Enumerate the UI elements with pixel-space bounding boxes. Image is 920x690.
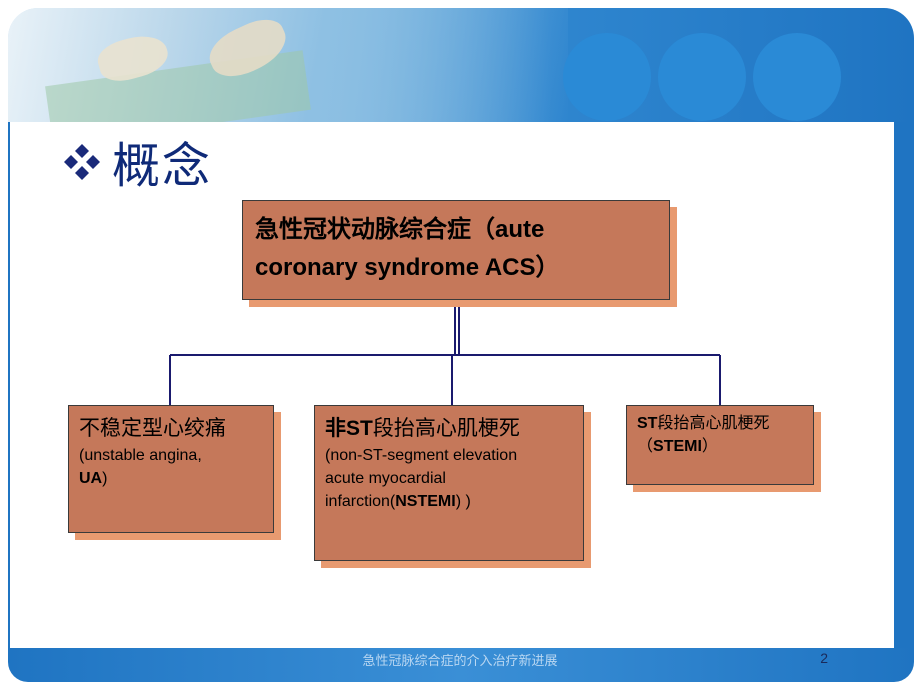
nstemi-prefix: infarction( [325, 493, 396, 510]
ua-suffix: ) [102, 470, 108, 487]
nstemi-heading-rest: 段抬高心肌梗死 [372, 417, 520, 440]
nstemi-node: 非ST段抬高心肌梗死 (non-ST-segment elevation acu… [314, 405, 584, 561]
stemi-suffix: ） [701, 438, 718, 455]
ua-heading: 不稳定型心绞痛 [79, 417, 226, 440]
nstemi-heading-bold: 非ST [325, 417, 373, 440]
stemi-heading-bold: ST [637, 415, 658, 432]
nstemi-suffix: ) ) [455, 493, 471, 510]
nstemi-line-3: infarction(NSTEMI) ) [325, 490, 573, 513]
surgery-photo [8, 8, 568, 122]
stemi-node: ST段抬高心肌梗死 （STEMI） [626, 405, 814, 485]
ua-abbr: UA [79, 470, 103, 487]
nstemi-abbr: NSTEMI [395, 493, 456, 510]
slide-title: 概念 [112, 138, 213, 194]
ua-node: 不稳定型心绞痛 (unstable angina, UA) [68, 405, 274, 533]
stemi-line-1: （STEMI） [637, 435, 803, 458]
right-border [894, 122, 914, 650]
decor-circle [658, 33, 746, 121]
ua-line-2: UA) [79, 467, 263, 490]
nstemi-line-2: acute myocardial [325, 470, 446, 487]
footer-text: 急性冠脉综合症的介入治疗新进展 [362, 654, 558, 669]
decor-circle [563, 33, 651, 121]
stemi-abbr: STEMI [653, 438, 702, 455]
diamond-cluster-icon [64, 144, 100, 180]
left-border [8, 122, 30, 650]
root-line-2: coronary syndrome ACS） [255, 254, 560, 281]
page-number: 2 [820, 650, 828, 666]
root-line-1: 急性冠状动脉综合症（aute [255, 216, 545, 243]
stemi-heading: ST段抬高心肌梗死 [637, 412, 803, 435]
nstemi-heading: 非ST段抬高心肌梗死 [325, 414, 573, 444]
decor-circle [753, 33, 841, 121]
header-banner [8, 8, 914, 122]
ua-line-1: (unstable angina, [79, 447, 202, 464]
nstemi-line-1: (non-ST-segment elevation [325, 447, 518, 464]
acs-root-node: 急性冠状动脉综合症（aute coronary syndrome ACS） [242, 200, 670, 300]
stemi-prefix: （ [637, 438, 654, 455]
footer-band [8, 648, 914, 682]
stemi-heading-rest: 段抬高心肌梗死 [657, 415, 770, 432]
